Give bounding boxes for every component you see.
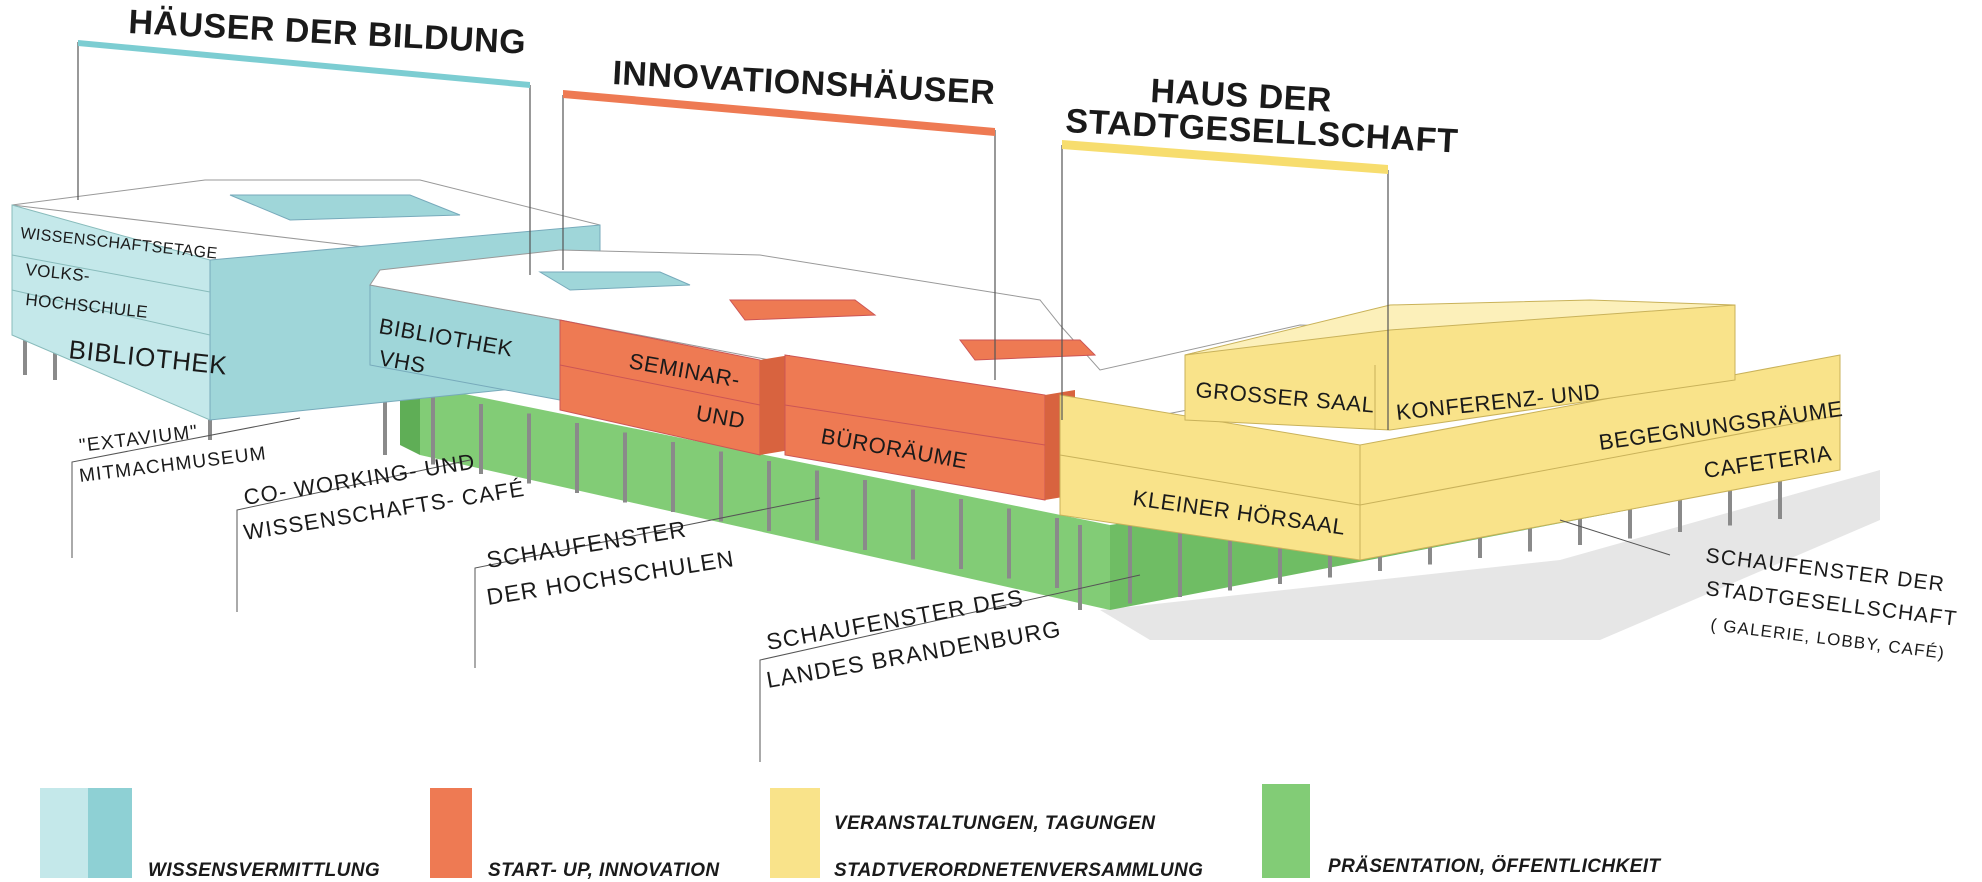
legend-startup: START- UP, INNOVATION [488, 860, 720, 881]
heading-stadt-1: HAUS DER [1150, 72, 1333, 119]
legend-wissen: WISSENSVERMITTLUNG [148, 860, 380, 881]
ground-shadow [1100, 470, 1880, 640]
legend: WISSENSVERMITTLUNG START- UP, INNOVATION… [40, 784, 1661, 881]
legend-stadtverordneten: STADTVERORDNETENVERSAMMLUNG [834, 860, 1203, 881]
annotation-leaders [71, 417, 1671, 762]
legend-swatch-teal [88, 788, 132, 878]
annot-extavium-1: "EXTAVIUM" [78, 422, 199, 457]
bracket-teal [78, 40, 530, 88]
orange-building [559, 319, 1075, 501]
bracket-yellow [1062, 140, 1388, 174]
legend-swatch-yellow [770, 788, 820, 878]
yellow-building [1059, 299, 1841, 561]
legend-veranstaltungen: VERANSTALTUNGEN, TAGUNGEN [834, 813, 1156, 834]
legend-swatch-orange [430, 788, 472, 878]
legend-praesentation: PRÄSENTATION, ÖFFENTLICHKEIT [1328, 856, 1661, 877]
legend-swatch-teal-light [40, 788, 88, 878]
legend-swatch-green [1262, 784, 1310, 878]
heading-brackets [77, 42, 1389, 430]
bracket-orange [563, 90, 995, 136]
